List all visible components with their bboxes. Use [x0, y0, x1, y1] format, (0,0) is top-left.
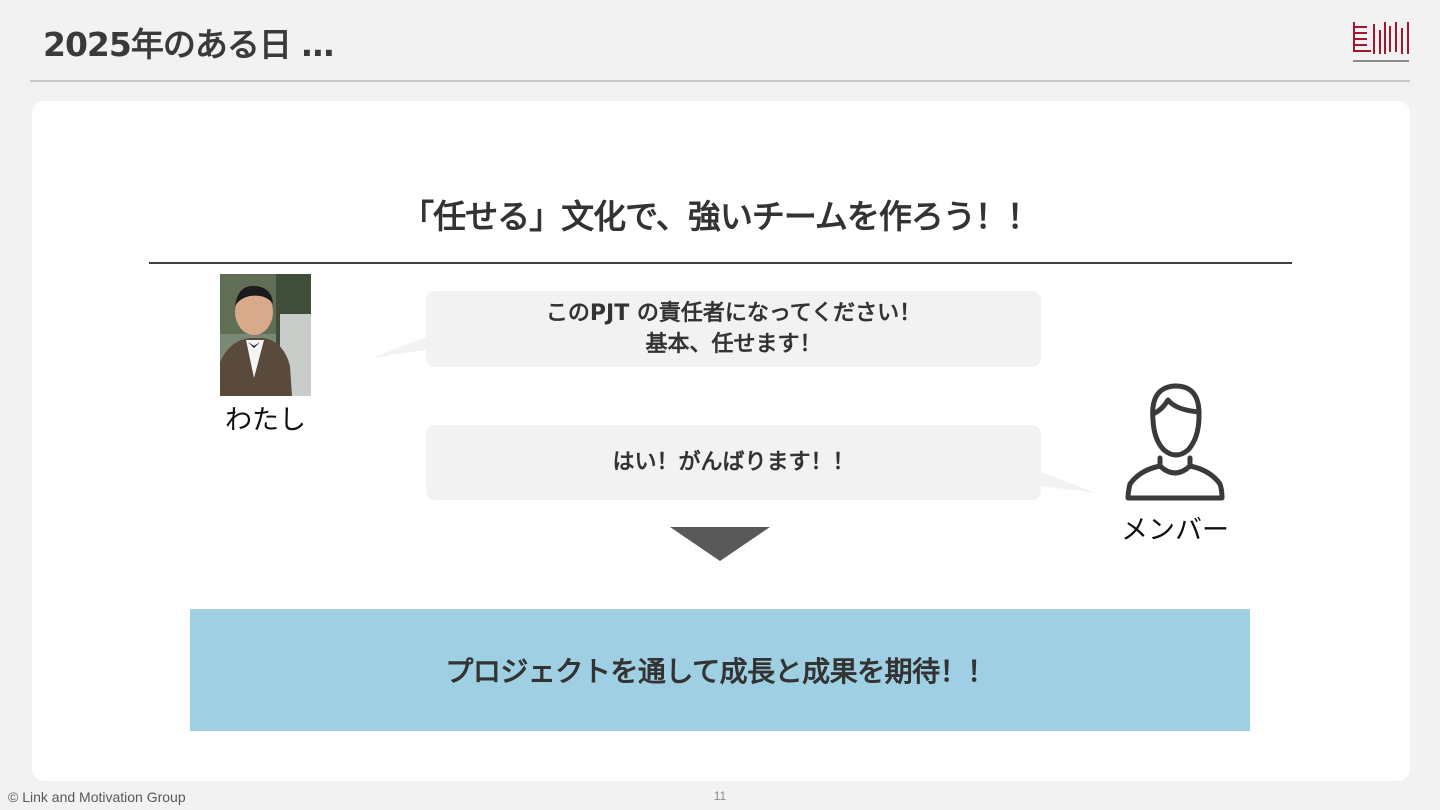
manager-speech-line1: このPJT の責任者になってください！ [545, 301, 922, 326]
title-divider [30, 80, 1410, 82]
person-outline-icon [1125, 383, 1225, 501]
manager-label: わたし [225, 405, 306, 436]
down-arrow-icon [670, 527, 770, 561]
member-label: メンバー [1121, 515, 1229, 546]
manager-photo [220, 274, 311, 396]
slide-title: 2025年のある日 … [43, 25, 334, 64]
company-logo [1353, 22, 1409, 62]
page-number: 11 [713, 789, 727, 803]
member-speech-text: はい！がんばります！！ [612, 450, 855, 475]
slide-headline: 「任せる」文化で、強いチームを作ろう！！ [401, 197, 1040, 236]
manager-speech-line2: 基本、任せます！ [645, 332, 822, 357]
headline-divider [149, 262, 1292, 264]
manager-speech-text: このPJT の責任者になってください！ 基本、任せます！ [426, 298, 1041, 360]
result-box: プロジェクトを通して成長と成果を期待！！ [190, 609, 1250, 731]
copyright-text: © Link and Motivation Group [8, 789, 186, 805]
result-text: プロジェクトを通して成長と成果を期待！！ [445, 655, 995, 688]
